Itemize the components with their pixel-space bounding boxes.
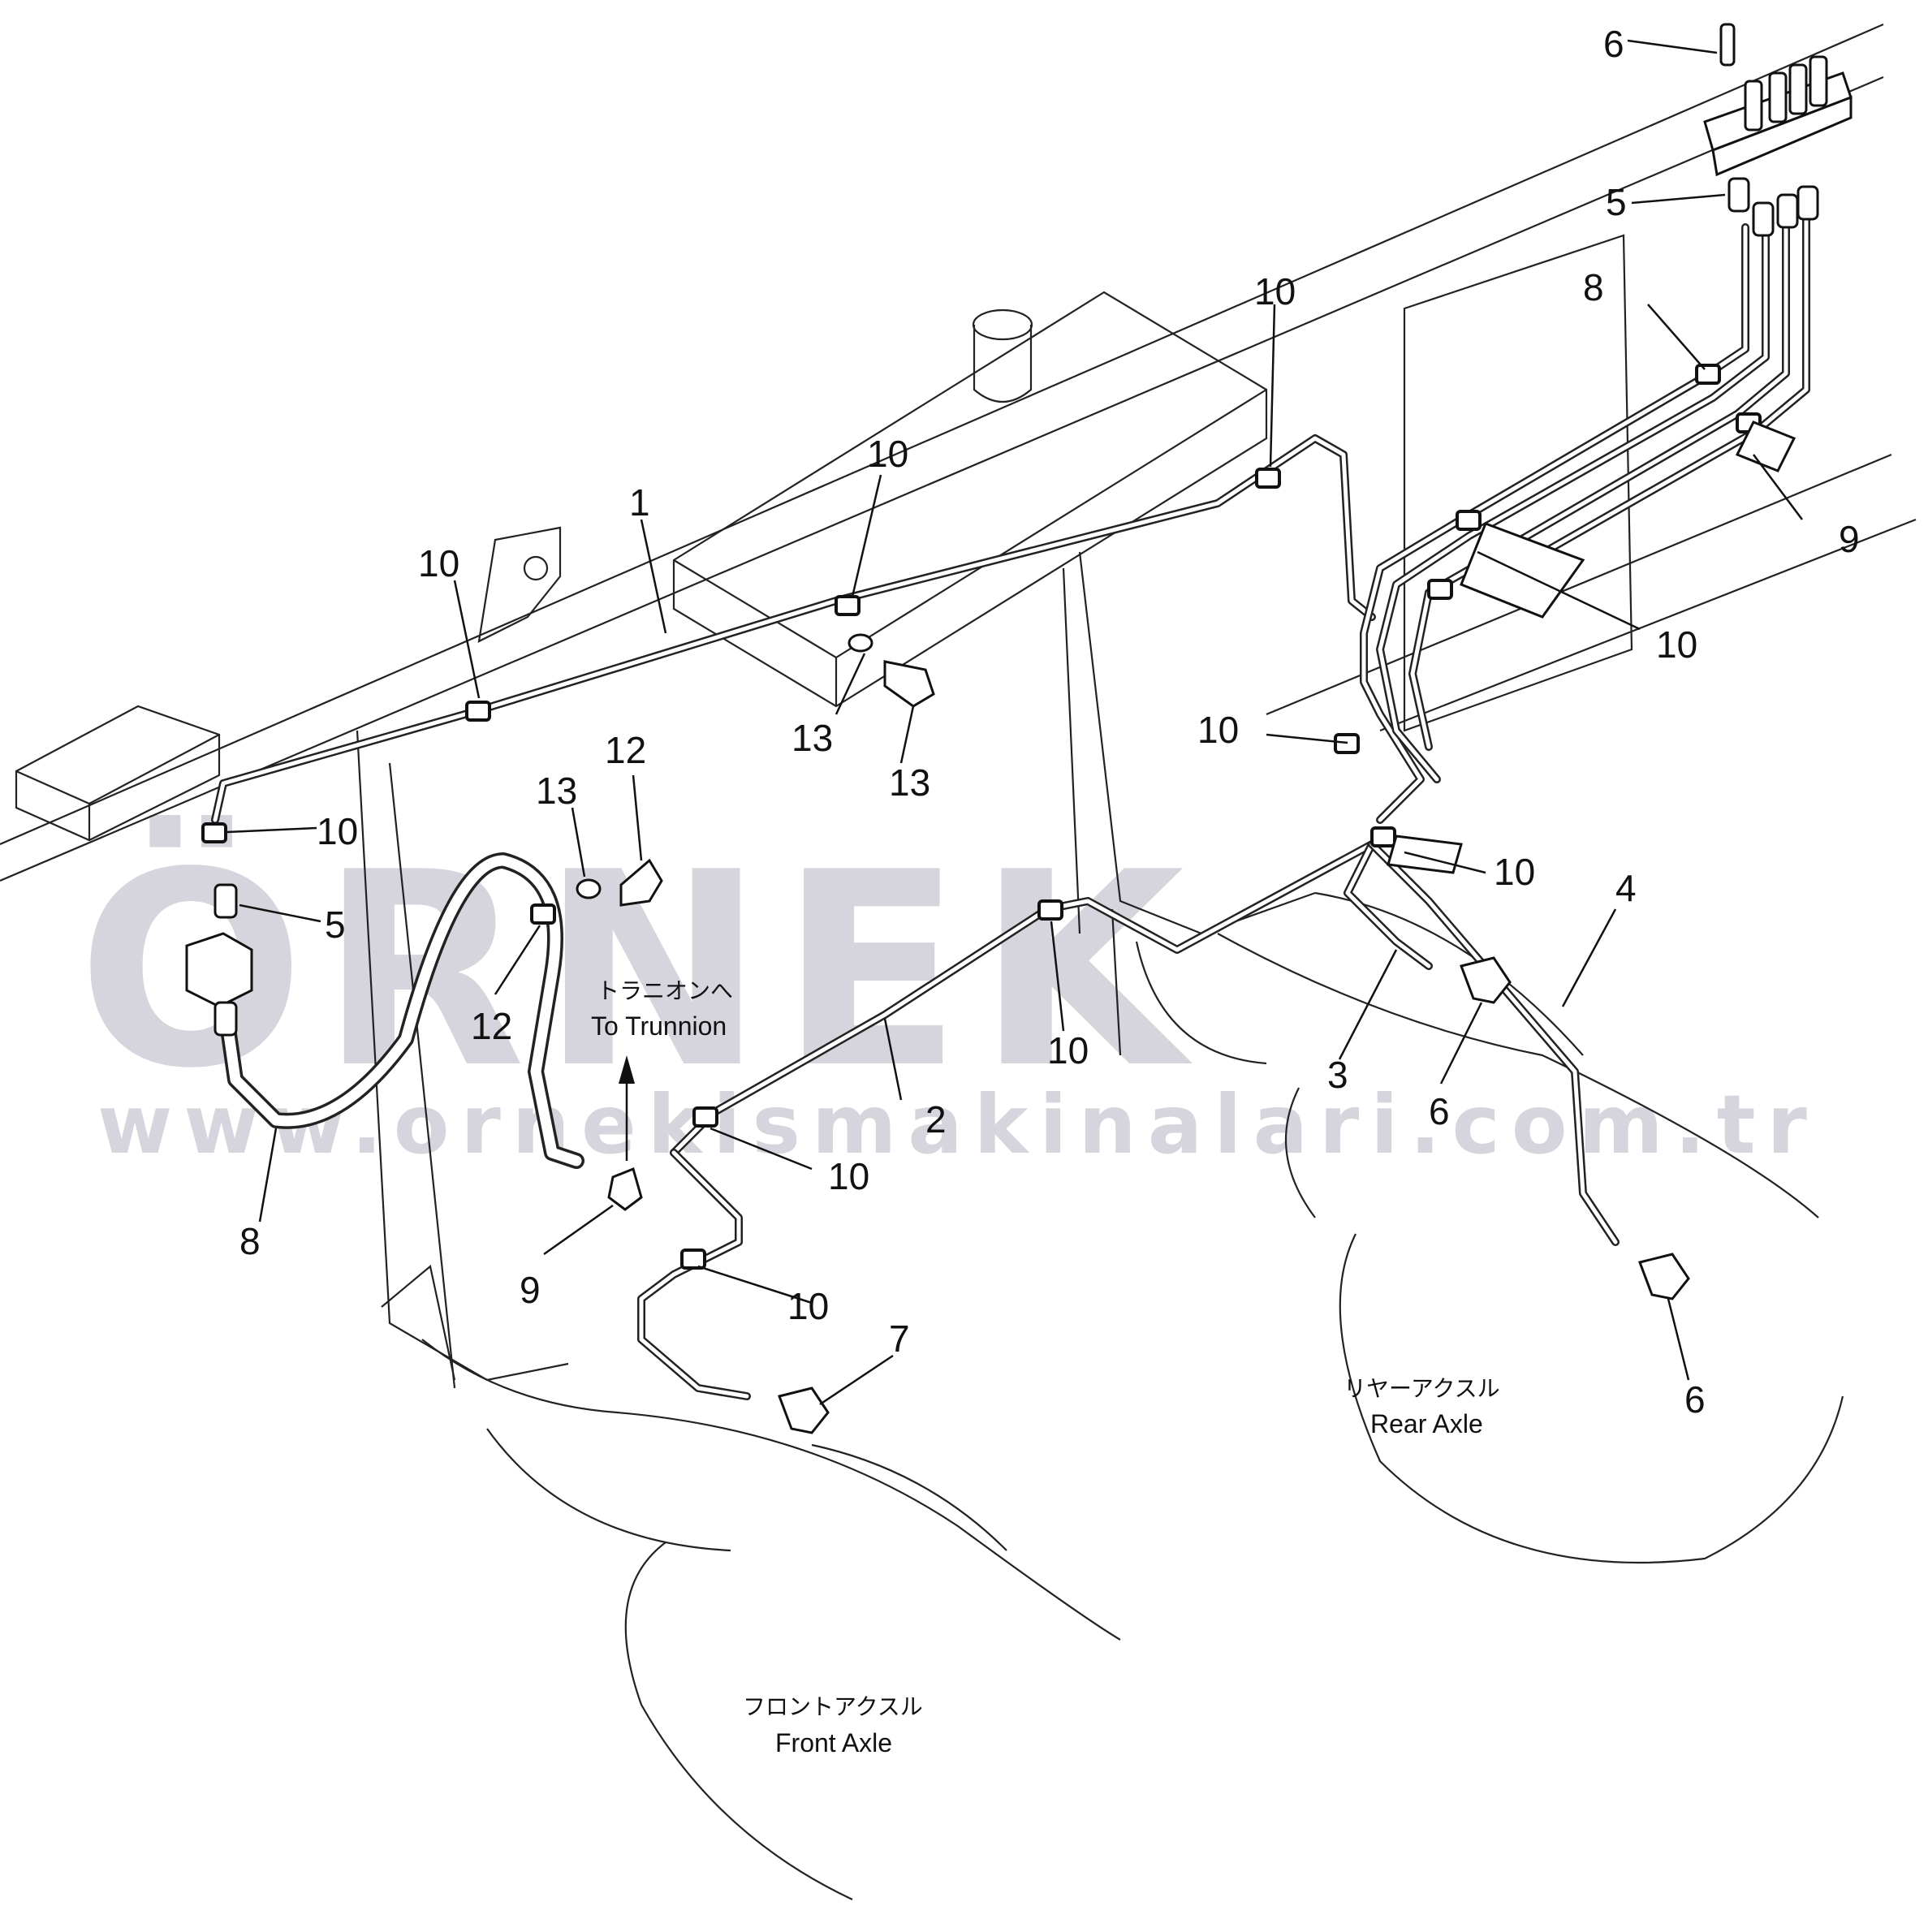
callout-13-right: 13: [791, 717, 833, 759]
callout-10-top-bundle: 8: [1583, 266, 1604, 308]
connector-5-top: [1727, 177, 1750, 213]
watermark: ÖRNEK www.ornekismakinalari.com.tr: [77, 813, 1818, 1172]
callout-6-rear-2: 6: [1684, 1378, 1706, 1421]
elbow-6-front: [778, 1386, 830, 1434]
callout-2: 2: [925, 1098, 947, 1141]
washer-13-left: [576, 878, 602, 899]
callout-10-mid-right: 10: [1197, 709, 1239, 751]
pipe-bundle-2: [1376, 223, 1770, 783]
callout-8: 8: [239, 1220, 261, 1262]
callout-12-right: 13: [889, 761, 930, 804]
left-block: [185, 932, 253, 1008]
callout-10-top-center: 10: [1254, 270, 1296, 313]
callout-labels: 6 5 8 9 10 10 10 10 1 10 10 4 13 13 13 1…: [239, 23, 1860, 1421]
bolt-12-left: [619, 858, 663, 907]
callout-10-lower-left: 10: [828, 1155, 869, 1197]
callout-12-left: 12: [605, 729, 646, 771]
callout-1: 1: [629, 481, 650, 524]
callout-10-left-upper: 10: [418, 542, 459, 584]
leader-lines: [226, 39, 1803, 1406]
note-front-axle-jp: フロントアクスル: [743, 1693, 923, 1720]
callout-10-far-right: 9: [1839, 518, 1860, 560]
callout-7: 6: [1603, 23, 1624, 65]
pipe-4: [1368, 840, 1620, 1246]
elbow-9: [607, 1167, 643, 1211]
callout-6-rear-1: 6: [1429, 1090, 1450, 1132]
callout-10-left: 10: [317, 810, 358, 852]
callout-10-lower: 10: [787, 1285, 829, 1327]
callout-3: 3: [1327, 1054, 1348, 1096]
clamp-11: [530, 903, 556, 925]
callout-11: 12: [471, 1005, 512, 1047]
callout-10-bottom-center: 10: [1047, 1029, 1089, 1072]
chassis-outline: [0, 23, 1917, 1900]
note-front-axle-en: Front Axle: [775, 1728, 892, 1757]
note-rear-axle-en: Rear Axle: [1370, 1409, 1483, 1438]
note-to-trunnion-en: To Trunnion: [591, 1011, 727, 1041]
callout-9: 9: [520, 1269, 541, 1311]
washer-13-right: [848, 633, 873, 653]
bolt-12-right: [883, 660, 935, 708]
grease-nipple-7: [1719, 23, 1736, 67]
connector-5-left: [214, 883, 238, 919]
callout-5-top: 5: [1606, 181, 1627, 223]
callout-4: 4: [1615, 867, 1637, 909]
parts: [185, 23, 1853, 1434]
pipe-front-branch: [637, 1149, 751, 1400]
notes: トラニオンへ To Trunnion リヤーアクスル Rear Axle フロン…: [591, 977, 1500, 1757]
elbow-6-rear-2: [1638, 1253, 1690, 1300]
note-rear-axle-jp: リヤーアクスル: [1344, 1375, 1500, 1402]
note-to-trunnion-jp: トラニオンへ: [597, 977, 733, 1004]
pipe-1: [211, 434, 1376, 824]
callout-10-center: 10: [867, 433, 908, 475]
callout-6-front: 7: [889, 1317, 910, 1360]
elbow-6-rear-1: [1460, 956, 1512, 1004]
callout-13-left: 13: [536, 770, 577, 812]
callout-10-junction: 10: [1494, 851, 1535, 893]
callout-10-right-tag: 10: [1656, 623, 1697, 666]
watermark-url: www.ornekismakinalari.com.tr: [97, 1077, 1818, 1172]
lubrication-lines: [211, 199, 1810, 1400]
callout-5-left: 5: [325, 903, 346, 946]
